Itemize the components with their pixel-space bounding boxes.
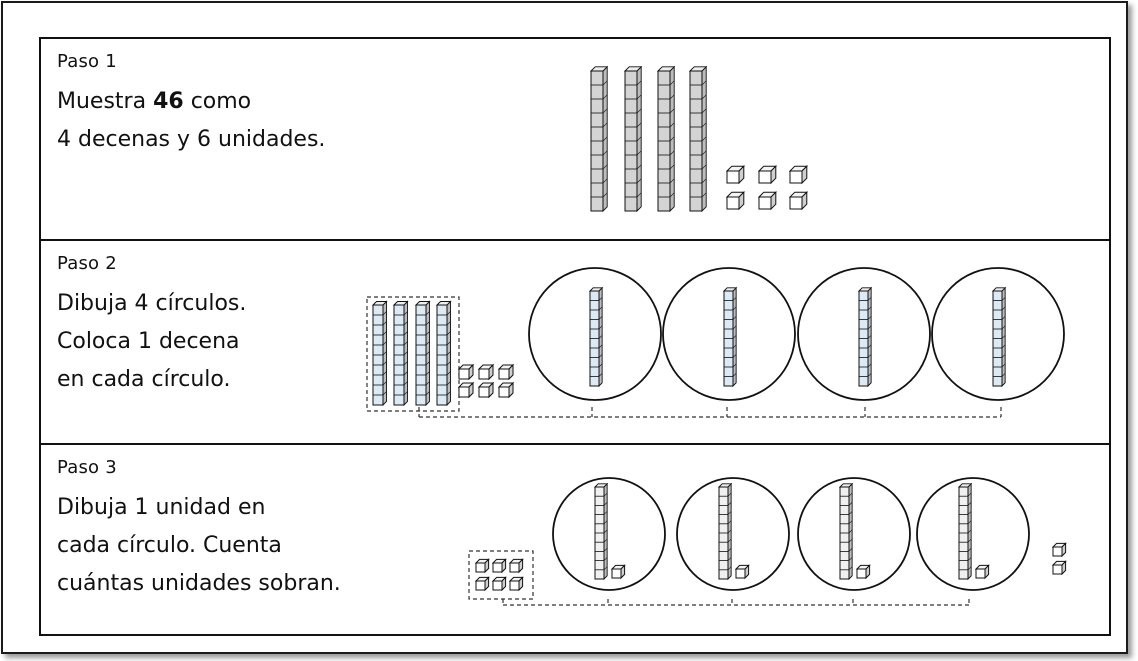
distribution-bracket (418, 407, 1002, 418)
ten-rod (717, 482, 733, 581)
worksheet-frame: Paso 1 Muestra 46 como 4 decenas y 6 uni… (1, 1, 1128, 654)
step-1-line-2: 4 decenas y 6 unidades. (57, 127, 326, 152)
step-2-label: Paso 2 (57, 253, 117, 274)
unit-cube (491, 576, 507, 592)
unit-cube (974, 564, 990, 580)
step-1-label: Paso 1 (57, 51, 117, 72)
unit-cube (497, 381, 515, 399)
unit-cube (477, 363, 495, 381)
unit-cube (497, 363, 515, 381)
ten-rod (435, 300, 452, 407)
ten-rod (838, 482, 854, 581)
step-2-line-1: Dibuja 4 círculos. (57, 291, 247, 316)
step-3-instructions: Dibuja 1 unidad en cada círculo. Cuenta … (57, 489, 341, 603)
group-circle (931, 267, 1065, 401)
ten-rod (588, 286, 604, 388)
ten-rod (623, 65, 643, 213)
step-1-text-pre: Muestra (57, 89, 154, 114)
step-3-panel: Paso 3 Dibuja 1 unidad en cada círculo. … (39, 443, 1111, 636)
ten-rod (688, 65, 708, 213)
step-2-panel: Paso 2 Dibuja 4 círculos. Coloca 1 decen… (39, 239, 1111, 445)
step-3-line-3: cuántas unidades sobran. (57, 571, 341, 596)
step-3-label: Paso 3 (57, 457, 117, 478)
unit-cube (757, 164, 778, 185)
step-3-line-2: cada círculo. Cuenta (57, 533, 282, 558)
unit-cube (457, 363, 475, 381)
dashed-group-box (366, 296, 460, 412)
group-circle (528, 267, 662, 401)
distribution-bracket (502, 599, 970, 606)
unit-cube (725, 190, 746, 211)
unit-cube (725, 164, 746, 185)
group-circle (676, 477, 790, 591)
ten-rod (392, 300, 409, 407)
unit-cube (508, 576, 524, 592)
group-circle (662, 267, 796, 401)
leftover-unit-cube (1051, 560, 1067, 576)
step-3-circles-diagram (468, 477, 1067, 606)
unit-cube (734, 564, 750, 580)
step-1-panel: Paso 1 Muestra 46 como 4 decenas y 6 uni… (39, 37, 1111, 241)
group-circle (797, 267, 931, 401)
unit-cube (610, 564, 626, 580)
unit-cube (757, 190, 778, 211)
ten-rod (414, 300, 431, 407)
step-1-instructions: Muestra 46 como 4 decenas y 6 unidades. (57, 83, 325, 159)
unit-cube (788, 164, 809, 185)
step-2-instructions: Dibuja 4 círculos. Coloca 1 decena en ca… (57, 285, 246, 399)
unit-cube (474, 576, 490, 592)
step-1-base-ten-blocks (589, 65, 809, 213)
group-circle (552, 477, 666, 591)
step-2-line-3: en cada círculo. (57, 367, 231, 392)
unit-cube (474, 558, 490, 574)
step-1-text-post: como (183, 89, 252, 114)
unit-cube (508, 558, 524, 574)
step-2-circles-diagram (366, 267, 1065, 418)
step-1-number: 46 (153, 89, 184, 114)
ten-rod (722, 286, 738, 388)
ten-rod (656, 65, 676, 213)
ten-rod (371, 300, 388, 407)
ten-rod (991, 286, 1007, 388)
step-1-line-1: Muestra 46 como (57, 83, 325, 121)
dashed-group-box (468, 550, 534, 600)
group-circle (797, 477, 911, 591)
unit-cube (457, 381, 475, 399)
step-3-line-1: Dibuja 1 unidad en (57, 495, 266, 520)
unit-cube (477, 381, 495, 399)
ten-rod (593, 482, 609, 581)
ten-rod (589, 65, 609, 213)
leftover-unit-cube (1051, 542, 1067, 558)
unit-cube (855, 564, 871, 580)
group-circle (916, 477, 1030, 591)
ten-rod (857, 286, 873, 388)
step-2-line-2: Coloca 1 decena (57, 329, 240, 354)
unit-cube (491, 558, 507, 574)
unit-cube (788, 190, 809, 211)
ten-rod (957, 482, 973, 581)
